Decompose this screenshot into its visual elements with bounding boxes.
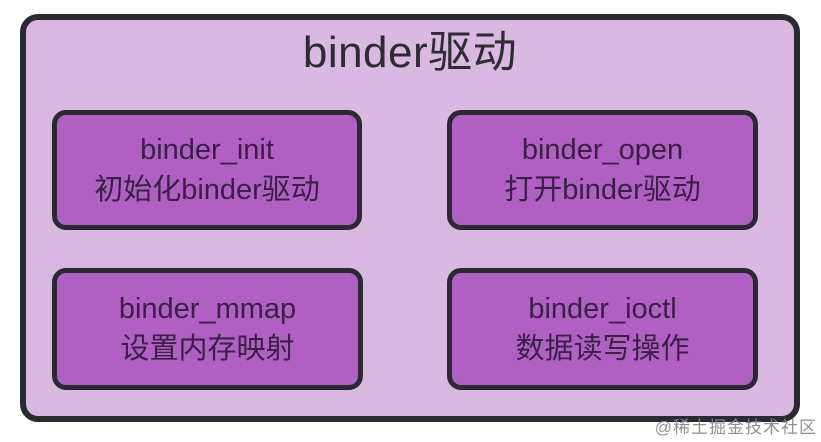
node-function-name: binder_init (140, 133, 274, 166)
node-description: 打开binder驱动 (504, 174, 701, 206)
node-function-name: binder_mmap (118, 292, 297, 325)
node-function-name: binder_ioctl (528, 292, 677, 325)
diagram-title: binder驱动 (302, 28, 518, 77)
node-function-name: binder_open (521, 133, 684, 166)
binder-driver-container: binder驱动 binder_init 初始化binder驱动 binder_… (20, 14, 800, 422)
node-binder-mmap: binder_mmap 设置内存映射 (52, 268, 363, 390)
node-binder-init: binder_init 初始化binder驱动 (52, 110, 362, 230)
watermark: @稀土掘金技术社区 (654, 418, 817, 437)
node-description: 数据读写操作 (515, 333, 690, 365)
node-description: 初始化binder驱动 (94, 174, 320, 206)
node-binder-open: binder_open 打开binder驱动 (447, 110, 758, 230)
node-description: 设置内存映射 (120, 333, 295, 365)
node-binder-ioctl: binder_ioctl 数据读写操作 (447, 268, 758, 390)
